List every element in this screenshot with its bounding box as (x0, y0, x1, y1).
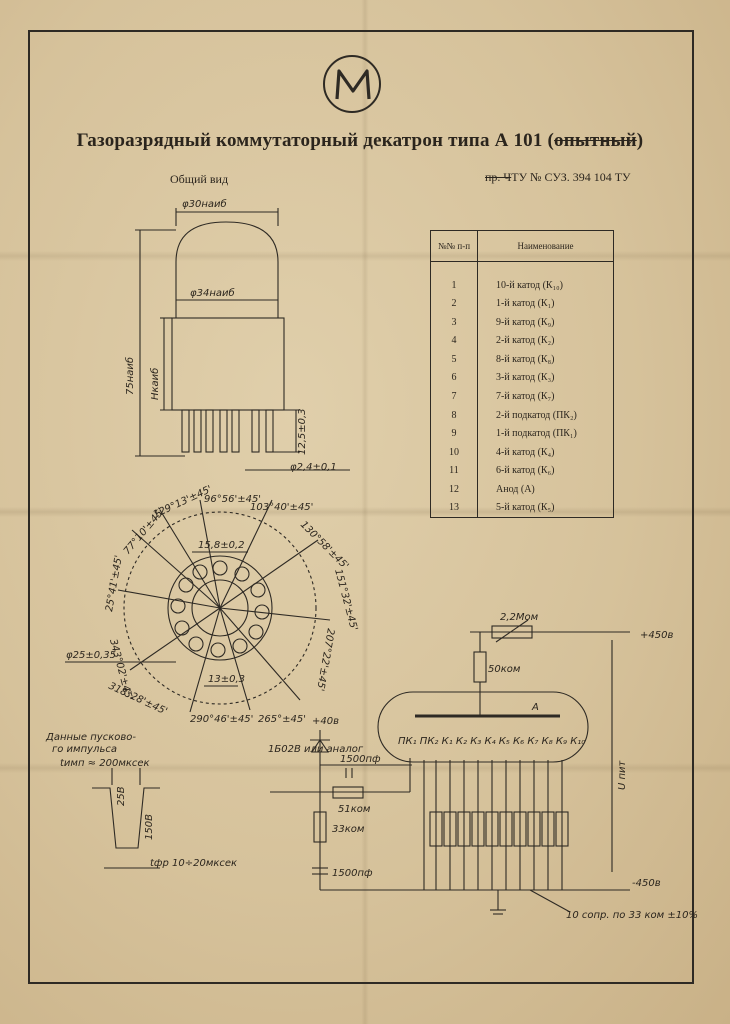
pin-name: 2-й катод (К₂) (477, 331, 614, 351)
pulse-title-1: Данные пусково- (45, 732, 136, 743)
pin-name: 10-й катод (К₁₀) (477, 275, 614, 295)
circuit-schematic (92, 619, 630, 915)
angle-b: 130°58'±45' (298, 519, 351, 572)
diode-symbol (310, 739, 330, 753)
label-r-top: 2,2Мом (500, 612, 539, 623)
cathode-resistors (423, 760, 569, 890)
decatron-envelope (377, 691, 589, 763)
tube-body (171, 317, 285, 411)
label-anode: А (531, 702, 539, 713)
angle-c: 151°32'±45' (332, 568, 359, 632)
logo-mark-icon (335, 69, 371, 100)
pulse-amp-2: 150В (144, 814, 155, 840)
pin-name: 4-й катод (К₄) (477, 443, 614, 462)
pulse-duration: tимп ≈ 200мксек (60, 758, 150, 769)
spec-number: пр. ЧТУ № СУЗ. 394 104 ТУ (485, 170, 631, 185)
spec-rest: ТУ № СУЗ. 394 104 ТУ (511, 170, 631, 184)
dim-base-inner: 15,8±0,2 (198, 540, 245, 551)
label-v-neg: -450в (632, 878, 661, 889)
pin-name: 2-й подкатод (ПК₂) (477, 405, 614, 425)
label-diode: 1Б02В или аналог (268, 744, 364, 755)
pulse-waveform (92, 768, 160, 869)
dim-height-total: 75наиб (124, 357, 136, 395)
label-r-anode: 50ком (488, 664, 521, 675)
angle-j: 25°41'±45' (104, 554, 125, 612)
drawing-frame (28, 30, 694, 984)
angle-top: 96°56'±45' (204, 494, 261, 505)
dim-base-outer: φ25±0,35 (66, 650, 116, 661)
label-cathode-note: 10 сопр. по 33 ком ±10% (566, 910, 698, 921)
pulse-front: tфр 10÷20мксек (150, 858, 237, 869)
dim-height-body: Нкаиб (149, 368, 161, 400)
pin-name: 9-й катод (К₉) (477, 312, 614, 332)
dim-base-small: 13±0,3 (208, 674, 245, 685)
table-header-name: Наименование (477, 230, 614, 262)
pin-name: 5-й катод (К₅) (477, 498, 614, 518)
angle-a: 103°40'±45' (250, 502, 313, 513)
dim-pin-length: 12,5±0,3 (297, 408, 308, 455)
view-subtitle: Общий вид (170, 172, 229, 186)
document-title: Газоразрядный коммутаторный декатрон тип… (40, 130, 680, 152)
tube-dome (175, 221, 279, 295)
label-bias: +40в (312, 716, 339, 727)
spec-struck: пр. Ч (485, 170, 512, 184)
top-resistor (491, 625, 533, 639)
label-c1: 1500пф (340, 754, 381, 765)
label-pins: ПК₁ ПК₂ К₁ К₂ К₃ К₄ К₅ К₆ К₇ К₈ К₉ К₁₀ (398, 736, 585, 747)
pin-name: 3-й катод (К₃) (477, 368, 614, 388)
angle-h: 318°28'±45' (107, 681, 169, 718)
pin-name: 6-й катод (К₆) (477, 461, 614, 481)
pin-name: 1-й подкатод (ПК₁) (477, 424, 614, 444)
label-v-pos: +450в (640, 630, 673, 641)
tube-pins (181, 409, 274, 453)
label-u-supply: U пит (617, 759, 628, 790)
manufacturer-logo (323, 55, 381, 113)
dim-body-diameter: φ34наиб (190, 287, 235, 299)
label-r1: 51ком (338, 804, 371, 815)
pulse-amp-1: 25В (116, 786, 127, 806)
title-struck: опытный (554, 130, 637, 151)
pin-name: Анод (А) (477, 480, 614, 499)
pin-name: 1-й катод (К₁) (477, 294, 614, 313)
pin-name: 8-й катод (К₈) (477, 350, 614, 369)
label-r2: 33ком (332, 824, 365, 835)
angle-f: 265°±45' (258, 714, 306, 725)
title-main: Газоразрядный коммутаторный декатрон тип… (76, 130, 555, 151)
angle-e: 207°22'±45' (314, 627, 336, 691)
table-header-num: №№ п-п (430, 230, 478, 262)
anode-resistor (473, 651, 487, 683)
base-view (65, 499, 331, 713)
dim-pin-diameter: φ2,4±0,1 (290, 462, 337, 473)
title-end: ) (636, 130, 644, 151)
dim-top-diameter: φ30наиб (182, 198, 227, 210)
pin-name: 7-й катод (К₇) (477, 387, 614, 406)
angle-g: 290°46'±45' (190, 714, 253, 725)
pulse-title-2: го импульса (52, 744, 117, 755)
label-c2: 1500пф (332, 868, 373, 879)
